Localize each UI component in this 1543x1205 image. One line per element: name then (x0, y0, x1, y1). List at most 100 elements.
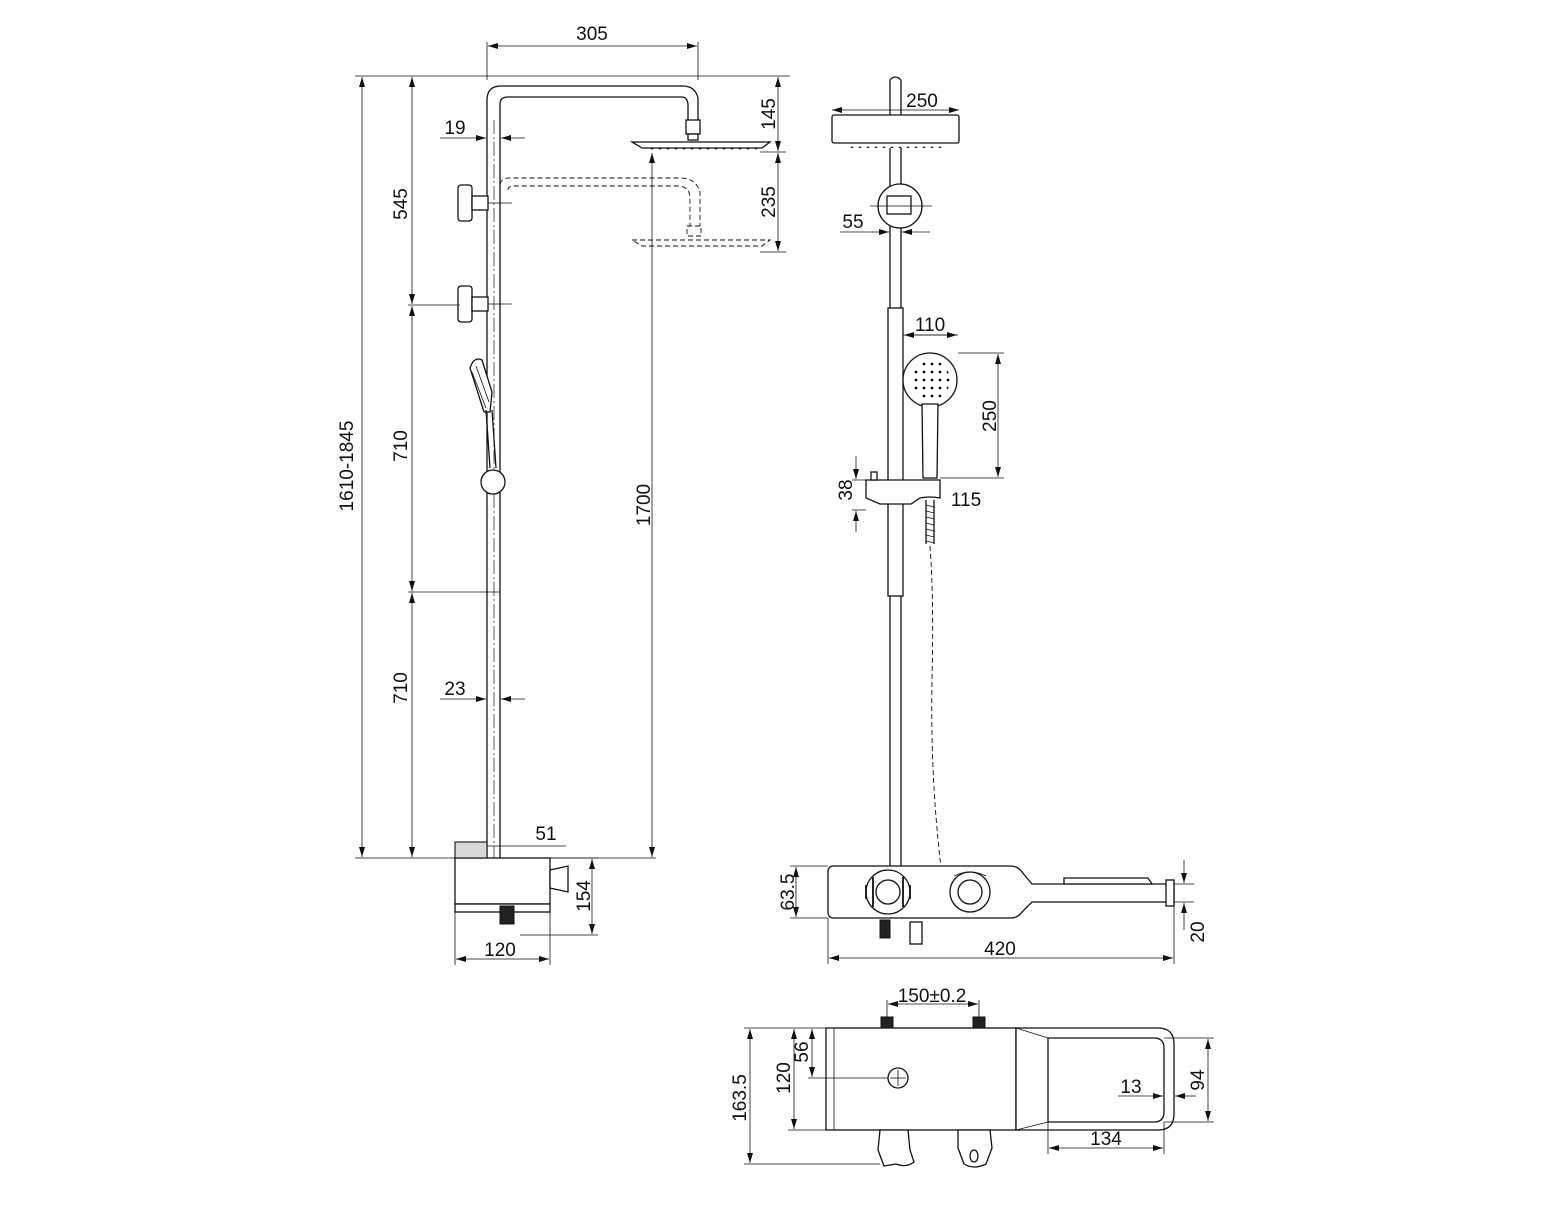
dim-section-ext (408, 304, 500, 593)
side-hose-dashed (929, 545, 945, 891)
top-inlet-left (880, 1016, 894, 1029)
dim-38-ext (852, 479, 866, 511)
dim-51-label: 51 (535, 824, 556, 845)
side-inlet-right (909, 921, 923, 945)
middle-wall-bracket (457, 285, 473, 323)
dim-side-250-label: 250 (906, 91, 938, 112)
dim-235-label: 235 (759, 186, 780, 218)
lowered-connector (686, 225, 702, 237)
lowered-arm-inner (507, 185, 691, 226)
riser-pipe (486, 85, 699, 858)
side-shelf-lip (1165, 879, 1175, 907)
side-view: 250 55 110 250 38 115 (778, 76, 1209, 964)
dim-115-label: 115 (951, 490, 981, 511)
top-knob-left (877, 1129, 915, 1167)
dim-545-label: 545 (391, 188, 412, 220)
top-shelf-tray (1047, 1037, 1165, 1123)
dim-420-ext (827, 906, 1175, 964)
dim-154-label: 154 (574, 880, 595, 912)
side-hand-nozzles (910, 360, 950, 400)
dim-1635-label: 163.5 (730, 1074, 751, 1122)
rain-shower-head (629, 141, 772, 149)
dim-1635-ext (744, 1027, 880, 1165)
dim-134-label: 134 (1090, 1129, 1122, 1150)
lowered-nozzles (645, 246, 757, 250)
side-riser-lower (889, 596, 902, 866)
dim-154-ext (520, 857, 598, 936)
mixer-body (454, 857, 551, 905)
side-riser-sleeve (887, 307, 904, 597)
dim-305-label: 305 (576, 24, 608, 45)
dim-1700-label: 1700 (634, 484, 655, 526)
dim-20-label: 20 (1188, 921, 1209, 942)
dim-23-label: 23 (444, 679, 465, 700)
upper-wall-bracket (457, 184, 473, 222)
dim-635-label: 63.5 (778, 874, 799, 911)
top-mixer-body (825, 1027, 1017, 1131)
side-hand-handle (921, 403, 939, 479)
dim-20-ext (1174, 883, 1194, 903)
side-shelf-top (1063, 877, 1154, 885)
dim-55-label: 55 (842, 212, 863, 233)
dim-420-label: 420 (984, 939, 1016, 960)
upper-bracket-arm (471, 195, 489, 211)
dim-19-label: 19 (444, 118, 465, 139)
rain-nozzles (645, 148, 757, 152)
side-left-knob-inner (875, 879, 901, 905)
mixer-inlet (499, 905, 515, 925)
dim-305-ext (486, 42, 699, 80)
top-shelf-bevel (1015, 1027, 1049, 1131)
riser-pipe-inner (499, 96, 689, 858)
mixer-top-block (454, 841, 488, 859)
dim-hand-ext (940, 352, 1004, 479)
side-inlet-left (879, 919, 891, 939)
dim-110-label: 110 (915, 315, 945, 336)
dim-120-label: 120 (484, 940, 516, 961)
top-knob-right (957, 1129, 993, 1168)
side-bracket-block (886, 195, 912, 215)
dim-top-120-label: 120 (774, 1062, 795, 1094)
side-pipe-cap (889, 76, 902, 81)
dim-134-ext (1047, 1122, 1165, 1154)
dim-94-label: 94 (1188, 1069, 1209, 1091)
dim-710b-label: 710 (391, 672, 412, 704)
side-slider (865, 479, 941, 505)
side-mixer-body (827, 865, 1175, 919)
lowered-rain-head (630, 239, 772, 247)
side-left-knob-grip (865, 877, 911, 907)
side-right-knob-inner (957, 879, 983, 905)
top-view: 150±0.2 163.5 120 56 94 13 134 (730, 986, 1214, 1168)
lowered-arm (499, 177, 701, 226)
dim-56-label: 56 (792, 1041, 813, 1062)
dim-710a-label: 710 (391, 430, 412, 462)
dim-635-ext (790, 865, 828, 919)
dim-145-label: 145 (759, 98, 780, 130)
hand-shower-handle (485, 409, 497, 469)
dim-13-label: 13 (1120, 1077, 1141, 1098)
hand-shower-head (469, 358, 493, 413)
dim-rain-ext (760, 151, 786, 253)
rain-connector-nut (687, 133, 699, 141)
slider-knob (480, 469, 506, 495)
side-slider-button (870, 471, 878, 481)
rain-connector (685, 119, 701, 135)
hand-shower-face (471, 365, 490, 409)
side-right-knob-scale (953, 871, 987, 877)
mixer-outlet (549, 865, 569, 893)
side-rain-nozzles (846, 143, 945, 148)
middle-bracket-arm (471, 296, 489, 312)
dim-120-ext (454, 912, 551, 965)
top-knob-right-mark (969, 1149, 979, 1163)
dim-total-label: 1610-1845 (337, 421, 358, 512)
dim-150-ext (886, 1000, 980, 1017)
dim-94-ext (1164, 1037, 1214, 1123)
front-view: 305 1610-1845 545 710 710 19 23 145 235 … (337, 24, 790, 965)
dim-hand-250-label: 250 (980, 400, 1001, 432)
side-rain-head (831, 114, 960, 144)
dim-38-label: 38 (836, 479, 857, 500)
side-hose-coil (925, 504, 935, 544)
dim-150-label: 150±0.2 (898, 986, 967, 1007)
top-inlet-right (972, 1016, 986, 1029)
